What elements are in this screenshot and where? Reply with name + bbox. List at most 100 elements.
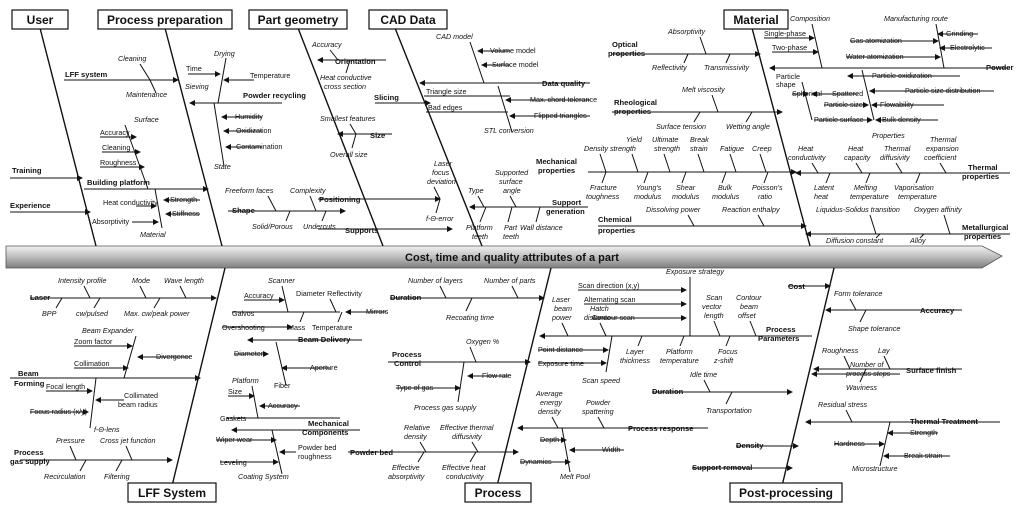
svg-text:Melting: Melting (854, 183, 877, 192)
svg-text:Composition: Composition (790, 14, 830, 23)
svg-text:temperature: temperature (850, 192, 889, 201)
svg-text:Process response: Process response (628, 424, 693, 433)
svg-text:Scan speed: Scan speed (582, 376, 621, 385)
svg-text:Recirculation: Recirculation (44, 472, 86, 481)
svg-text:Alternating scan: Alternating scan (584, 295, 636, 304)
svg-text:Lay: Lay (878, 346, 890, 355)
svg-text:Shape tolerance: Shape tolerance (848, 324, 900, 333)
svg-text:ratio: ratio (758, 192, 772, 201)
svg-text:Effective: Effective (392, 463, 420, 472)
svg-text:Thermal Treatment: Thermal Treatment (910, 417, 978, 426)
lff-system-branches: Laser Intensity profile Mode Wave length… (10, 276, 389, 481)
svg-text:Process: Process (475, 486, 522, 500)
svg-text:CAD Data: CAD Data (380, 13, 436, 27)
svg-text:Spherical: Spherical (792, 89, 822, 98)
svg-text:Transportation: Transportation (706, 406, 752, 415)
svg-text:Break strain: Break strain (904, 451, 942, 460)
svg-text:roughness: roughness (298, 452, 332, 461)
svg-text:Focal length: Focal length (46, 382, 85, 391)
svg-text:Microstructure: Microstructure (852, 464, 898, 473)
svg-text:Average: Average (535, 389, 563, 398)
svg-text:process steps: process steps (845, 369, 891, 378)
svg-text:Wave length: Wave length (164, 276, 204, 285)
svg-text:Gaskets: Gaskets (220, 414, 247, 423)
svg-text:Creep: Creep (752, 144, 772, 153)
svg-text:Two-phase: Two-phase (772, 43, 807, 52)
svg-text:Flipped triangles: Flipped triangles (534, 111, 587, 120)
svg-text:Scanner: Scanner (268, 276, 295, 285)
svg-text:Accuracy: Accuracy (311, 40, 342, 49)
svg-text:Contamination: Contamination (236, 142, 282, 151)
category-part-geometry: Part geometry (248, 9, 348, 30)
svg-text:f-Θ-lens: f-Θ-lens (94, 425, 120, 434)
svg-text:User: User (27, 13, 54, 27)
svg-text:coefficient: coefficient (924, 153, 957, 162)
svg-text:Training: Training (12, 166, 42, 175)
svg-text:Temperature: Temperature (250, 71, 290, 80)
svg-text:Surface model: Surface model (492, 60, 539, 69)
svg-text:deviation: deviation (427, 177, 456, 186)
svg-text:Powder: Powder (986, 63, 1013, 72)
svg-text:Transmissivity: Transmissivity (704, 63, 749, 72)
svg-text:Thermal: Thermal (884, 144, 911, 153)
svg-text:properties: properties (538, 166, 575, 175)
svg-text:Yield: Yield (626, 135, 643, 144)
svg-text:Process preparation: Process preparation (107, 13, 223, 27)
svg-text:Process: Process (766, 325, 796, 334)
svg-text:energy: energy (540, 398, 562, 407)
svg-text:Form tolerance: Form tolerance (834, 289, 882, 298)
category-user: User (11, 9, 69, 30)
svg-text:Maintenance: Maintenance (126, 90, 167, 99)
svg-text:temperature: temperature (898, 192, 937, 201)
svg-text:Beam: Beam (18, 369, 39, 378)
svg-text:Relative: Relative (404, 423, 430, 432)
svg-text:Dynamics: Dynamics (520, 457, 552, 466)
svg-text:Time: Time (186, 64, 202, 73)
svg-text:Scan: Scan (706, 293, 722, 302)
svg-text:Break: Break (690, 135, 709, 144)
svg-text:beam: beam (740, 302, 758, 311)
svg-text:temperature: temperature (660, 356, 699, 365)
svg-text:conductivity: conductivity (446, 472, 484, 481)
main-bones (39, 27, 835, 487)
svg-text:Electrolytic: Electrolytic (950, 43, 985, 52)
svg-text:power: power (551, 313, 572, 322)
svg-text:Strength: Strength (170, 195, 197, 204)
svg-text:Oxygen %: Oxygen % (466, 337, 500, 346)
svg-text:modulus: modulus (634, 192, 662, 201)
svg-text:properties: properties (598, 226, 635, 235)
svg-text:Mode: Mode (132, 276, 150, 285)
svg-text:Process: Process (14, 448, 44, 457)
svg-text:Size: Size (370, 131, 385, 140)
cad-data-branches: CAD model Volume model Surface model Dat… (318, 32, 597, 241)
svg-text:Contour: Contour (736, 293, 762, 302)
svg-text:Slicing: Slicing (374, 93, 399, 102)
process-preparation-branches: LFF system Cleaning Maintenance Building… (64, 49, 306, 239)
svg-text:Diffusion constant: Diffusion constant (826, 236, 884, 245)
svg-text:Particle surface: Particle surface (814, 115, 864, 124)
svg-text:Diameter: Diameter (234, 349, 264, 358)
svg-text:vector: vector (702, 302, 722, 311)
svg-text:conductivity: conductivity (788, 153, 826, 162)
svg-text:Chemical: Chemical (598, 215, 632, 224)
svg-text:Positioning: Positioning (319, 195, 361, 204)
svg-text:Density: Density (736, 441, 764, 450)
svg-text:Thermal: Thermal (930, 135, 957, 144)
svg-text:modulus: modulus (672, 192, 700, 201)
svg-text:Forming: Forming (14, 379, 45, 388)
svg-text:State: State (214, 162, 231, 171)
svg-text:Properties: Properties (872, 131, 905, 140)
svg-text:properties: properties (614, 107, 651, 116)
svg-text:Pressure: Pressure (56, 436, 85, 445)
svg-text:Beam Expander: Beam Expander (82, 326, 134, 335)
svg-text:expansion: expansion (926, 144, 959, 153)
svg-text:Sieving: Sieving (185, 82, 209, 91)
svg-text:Thermal: Thermal (968, 163, 998, 172)
svg-text:Roughness: Roughness (822, 346, 859, 355)
svg-text:Part: Part (504, 223, 518, 232)
svg-text:Grinding: Grinding (946, 29, 973, 38)
svg-text:z-shift: z-shift (713, 356, 734, 365)
svg-text:Accuracy: Accuracy (244, 291, 274, 300)
category-process-preparation: Process preparation (97, 9, 233, 30)
